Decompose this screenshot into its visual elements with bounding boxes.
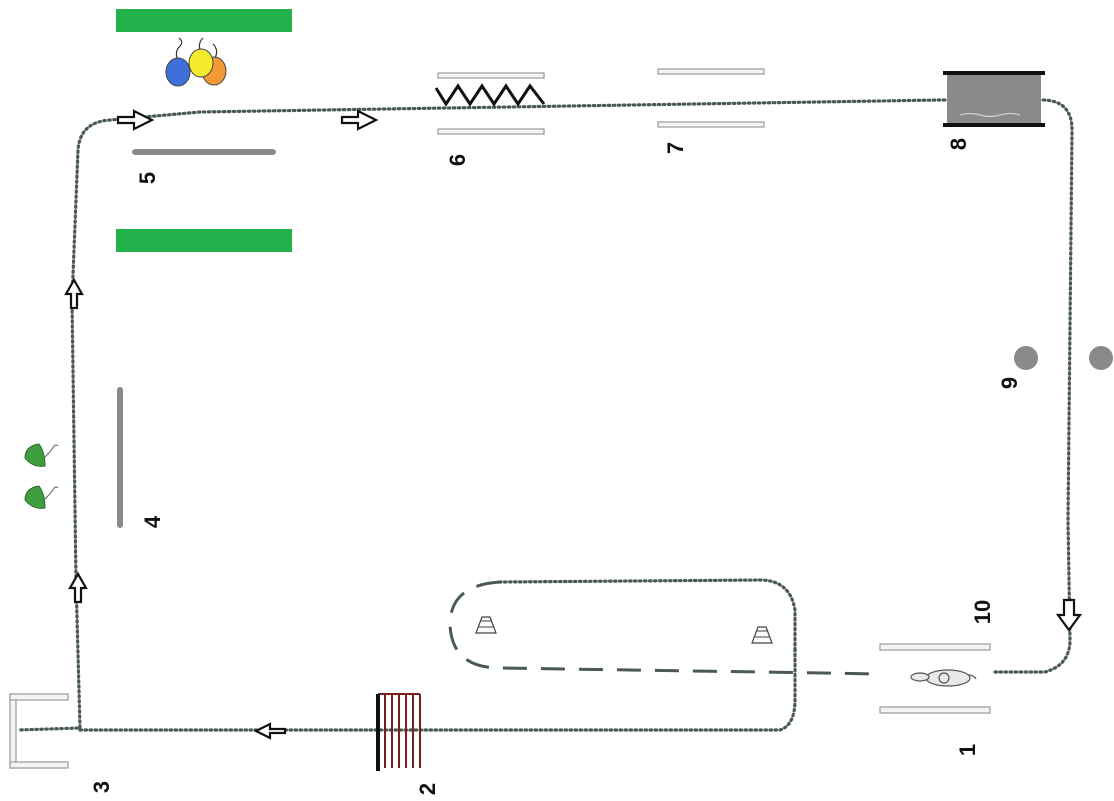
obstacle-number-2: 2 [415, 783, 440, 795]
track-path [16, 98, 1074, 732]
pole-1-bottom [879, 706, 991, 714]
track-path-loop-dotted [498, 578, 797, 652]
obstacle-number-3: 3 [89, 781, 114, 793]
obstacle-number-1: 1 [955, 744, 980, 756]
direction-arrow-icon [1055, 598, 1083, 632]
traffic-cone-icon [751, 626, 773, 644]
obstacle-number-7: 7 [663, 142, 688, 154]
obstacle-number-4: 4 [140, 515, 165, 528]
pole-7-top [657, 68, 765, 75]
direction-arrow-icon [340, 109, 379, 131]
horse-icon [910, 669, 977, 687]
obstacle-number-5: 5 [135, 172, 160, 184]
track-path-bottom [78, 648, 797, 732]
obstacle-number-6: 6 [445, 154, 470, 166]
direction-arrow-icon [116, 109, 155, 131]
green-bar-top [116, 9, 292, 32]
traffic-cone-icon [475, 616, 497, 634]
obstacle-number-9: 9 [997, 377, 1022, 389]
obstacle-number-10: 10 [970, 600, 995, 624]
green-bar-middle [116, 229, 292, 252]
water-box-8 [943, 71, 1045, 127]
marker-9-right [1089, 346, 1113, 370]
gate-2 [376, 693, 421, 771]
bracket-gate-3 [9, 693, 69, 769]
balloons-icon [165, 37, 227, 87]
umbrella-icon [24, 485, 59, 509]
marker-9-left [1014, 346, 1038, 370]
zigzag-6 [434, 83, 546, 107]
pole-10-top [879, 643, 991, 651]
track-path-loop-dashed [448, 580, 881, 676]
pole-7-bottom [657, 121, 765, 128]
direction-arrow-icon [253, 722, 287, 740]
direction-arrow-icon [64, 277, 84, 310]
umbrella-icon [24, 443, 59, 467]
direction-arrow-icon [68, 571, 88, 604]
pole-6-top [437, 72, 545, 79]
pole-6-bottom [437, 128, 545, 135]
obstacle-number-8: 8 [946, 138, 971, 150]
